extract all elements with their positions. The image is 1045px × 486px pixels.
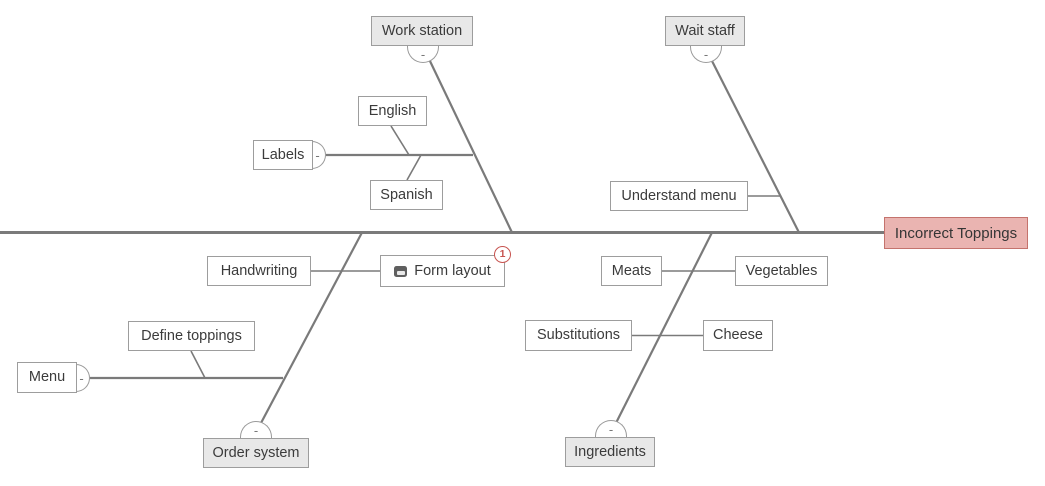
collapse-toggle-order-system[interactable]: - — [240, 421, 272, 438]
cause-box-vegetables[interactable]: Vegetables — [735, 256, 828, 286]
minus-icon: - — [420, 46, 426, 62]
collapse-toggle-work-station[interactable]: - — [407, 46, 439, 63]
comment-count-badge[interactable]: 1 — [494, 246, 511, 263]
category-box-ingredients[interactable]: Ingredients — [565, 437, 655, 467]
effect-box-incorrect-toppings[interactable]: Incorrect Toppings — [884, 217, 1028, 249]
collapse-toggle-menu[interactable]: - — [76, 364, 90, 392]
minus-icon: - — [253, 422, 259, 438]
cause-box-define-toppings[interactable]: Define toppings — [128, 321, 255, 351]
category-box-order-system[interactable]: Order system — [203, 438, 309, 468]
cause-box-english[interactable]: English — [358, 96, 427, 126]
cause-box-cheese[interactable]: Cheese — [703, 320, 773, 351]
cause-box-spanish[interactable]: Spanish — [370, 180, 443, 210]
cause-box-handwriting[interactable]: Handwriting — [207, 256, 311, 286]
minus-icon: - — [703, 46, 709, 62]
cause-box-substitutions[interactable]: Substitutions — [525, 320, 632, 351]
collapse-toggle-labels[interactable]: - — [312, 141, 326, 169]
connector-spanish — [406, 154, 422, 181]
cause-box-menu[interactable]: Menu — [17, 362, 77, 393]
connector-define-toppings — [190, 350, 206, 379]
note-icon — [394, 265, 408, 277]
minus-icon: - — [315, 147, 320, 163]
category-box-wait-staff[interactable]: Wait staff — [665, 16, 745, 46]
cause-box-label: Form layout — [414, 262, 491, 279]
cause-box-form-layout[interactable]: Form layout 1 — [380, 246, 511, 287]
category-box-work-station[interactable]: Work station — [371, 16, 473, 46]
connector-english — [390, 125, 410, 156]
minus-icon: - — [79, 370, 84, 386]
cause-box-meats[interactable]: Meats — [601, 256, 662, 286]
collapse-toggle-wait-staff[interactable]: - — [690, 46, 722, 63]
cause-box-labels[interactable]: Labels — [253, 140, 313, 170]
minus-icon: - — [608, 421, 614, 437]
cause-box-understand-menu[interactable]: Understand menu — [610, 181, 748, 211]
collapse-toggle-ingredients[interactable]: - — [595, 420, 627, 437]
